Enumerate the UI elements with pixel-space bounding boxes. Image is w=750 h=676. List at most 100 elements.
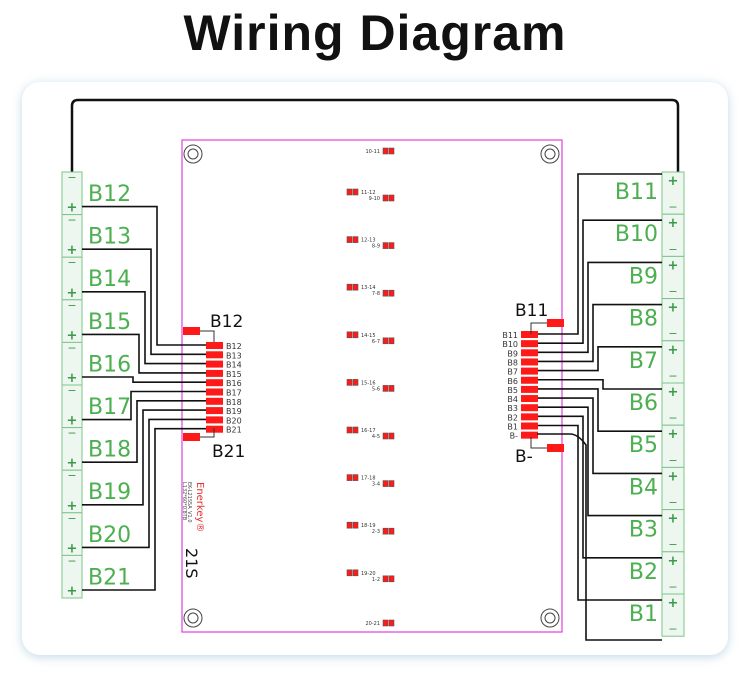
cell-minus-terminal: − bbox=[67, 214, 76, 227]
wire bbox=[82, 205, 206, 346]
cell-plus-terminal: + bbox=[67, 371, 78, 386]
connector-pad bbox=[521, 385, 538, 393]
cell-minus-terminal: − bbox=[668, 369, 677, 382]
pin-label: B8 bbox=[507, 358, 518, 367]
connector-pad bbox=[521, 413, 538, 421]
balance-pad bbox=[388, 619, 395, 627]
cell-label: B17 bbox=[88, 395, 131, 420]
cell-minus-terminal: − bbox=[668, 243, 677, 256]
pin-label: B6 bbox=[507, 377, 518, 386]
wire bbox=[537, 173, 662, 335]
balance-pad bbox=[346, 331, 353, 339]
pad-label: 13-14 bbox=[361, 285, 376, 291]
cell-label: B5 bbox=[629, 433, 658, 458]
balance-pad bbox=[388, 289, 395, 297]
cell-plus-terminal: + bbox=[668, 512, 679, 527]
pad-label: 20-21 bbox=[365, 621, 380, 627]
pin-label: B19 bbox=[226, 407, 242, 416]
pad-label: 7-8 bbox=[372, 291, 380, 297]
balance-pad bbox=[388, 480, 395, 487]
wire bbox=[537, 219, 662, 344]
mounting-hole bbox=[183, 608, 203, 628]
connector-pad bbox=[183, 327, 200, 335]
wire bbox=[537, 397, 662, 475]
connector-pad bbox=[521, 395, 538, 403]
cell-plus-terminal: + bbox=[668, 343, 679, 358]
cell-minus-terminal: − bbox=[67, 512, 76, 525]
balance-pad bbox=[388, 242, 395, 249]
connector-pad bbox=[521, 376, 538, 384]
callout-line bbox=[530, 322, 547, 449]
cell-plus-terminal: + bbox=[668, 385, 679, 400]
balance-pad bbox=[346, 521, 353, 529]
battery-cell bbox=[661, 593, 685, 637]
cell-minus-terminal: − bbox=[67, 299, 76, 312]
balance-pad bbox=[352, 188, 359, 196]
balance-pad bbox=[346, 474, 353, 481]
cell-label: B16 bbox=[88, 352, 131, 377]
connector-pad bbox=[206, 416, 223, 424]
pin-label: B14 bbox=[226, 361, 242, 370]
cell-plus-terminal: + bbox=[668, 596, 679, 611]
wire bbox=[82, 333, 206, 374]
balance-pad bbox=[352, 236, 359, 243]
balance-pad bbox=[382, 432, 389, 440]
pad-label: 19-20 bbox=[361, 571, 376, 577]
cell-plus-terminal: + bbox=[668, 469, 679, 484]
cell-plus-terminal: + bbox=[67, 584, 78, 599]
mounting-hole-inner bbox=[187, 612, 199, 624]
callout-label: B12 bbox=[210, 312, 243, 332]
balance-pad bbox=[352, 474, 359, 481]
pad-label: 16-17 bbox=[361, 428, 376, 434]
connector-pad bbox=[521, 331, 538, 338]
balance-pad bbox=[346, 379, 353, 386]
top-wire bbox=[70, 98, 680, 172]
wire bbox=[537, 346, 662, 372]
connector-pad bbox=[206, 388, 223, 396]
wire bbox=[537, 406, 662, 517]
pin-label: B5 bbox=[507, 386, 518, 395]
cell-minus-terminal: − bbox=[67, 554, 76, 567]
balance-pad bbox=[382, 575, 389, 583]
connector-pad bbox=[183, 433, 200, 441]
pin-label: B13 bbox=[226, 351, 242, 360]
wire bbox=[537, 261, 662, 354]
balance-pad bbox=[388, 194, 395, 202]
balance-pad bbox=[388, 385, 395, 392]
balance-pad bbox=[352, 283, 359, 291]
pad-label: 17-18 bbox=[361, 476, 376, 482]
cell-label: B21 bbox=[88, 565, 131, 590]
connector-pad bbox=[206, 369, 223, 377]
cell-plus-terminal: + bbox=[668, 216, 679, 231]
pad-label: 1-2 bbox=[372, 577, 380, 583]
cell-minus-terminal: − bbox=[668, 285, 677, 298]
pin-label: B12 bbox=[226, 342, 242, 351]
callout-line bbox=[200, 330, 215, 438]
cell-label: B2 bbox=[629, 560, 658, 585]
cell-label: B18 bbox=[88, 438, 131, 463]
connector-pad bbox=[521, 404, 538, 412]
pin-label: B18 bbox=[226, 398, 242, 407]
wire bbox=[82, 400, 206, 463]
wire bbox=[537, 378, 662, 390]
cell-label: B20 bbox=[88, 523, 131, 548]
balance-pad bbox=[388, 147, 395, 155]
cell-minus-terminal: − bbox=[668, 454, 677, 467]
pad-label: 4-5 bbox=[372, 434, 380, 440]
balance-pad bbox=[382, 289, 389, 297]
balance-pad bbox=[346, 188, 353, 196]
balance-pad bbox=[388, 575, 395, 583]
balance-pad bbox=[352, 331, 359, 339]
cell-label: B9 bbox=[629, 264, 658, 289]
cell-minus-terminal: − bbox=[668, 412, 677, 425]
wire bbox=[82, 376, 206, 383]
pin-label: B9 bbox=[507, 349, 518, 358]
connector-pad bbox=[521, 349, 538, 357]
wire bbox=[82, 291, 206, 365]
pin-label: B1 bbox=[507, 423, 518, 432]
wire bbox=[82, 418, 206, 549]
connector-pad bbox=[206, 351, 223, 359]
connector-pad bbox=[521, 340, 538, 348]
pad-label: 5-6 bbox=[372, 386, 380, 392]
cell-plus-terminal: + bbox=[67, 286, 78, 301]
